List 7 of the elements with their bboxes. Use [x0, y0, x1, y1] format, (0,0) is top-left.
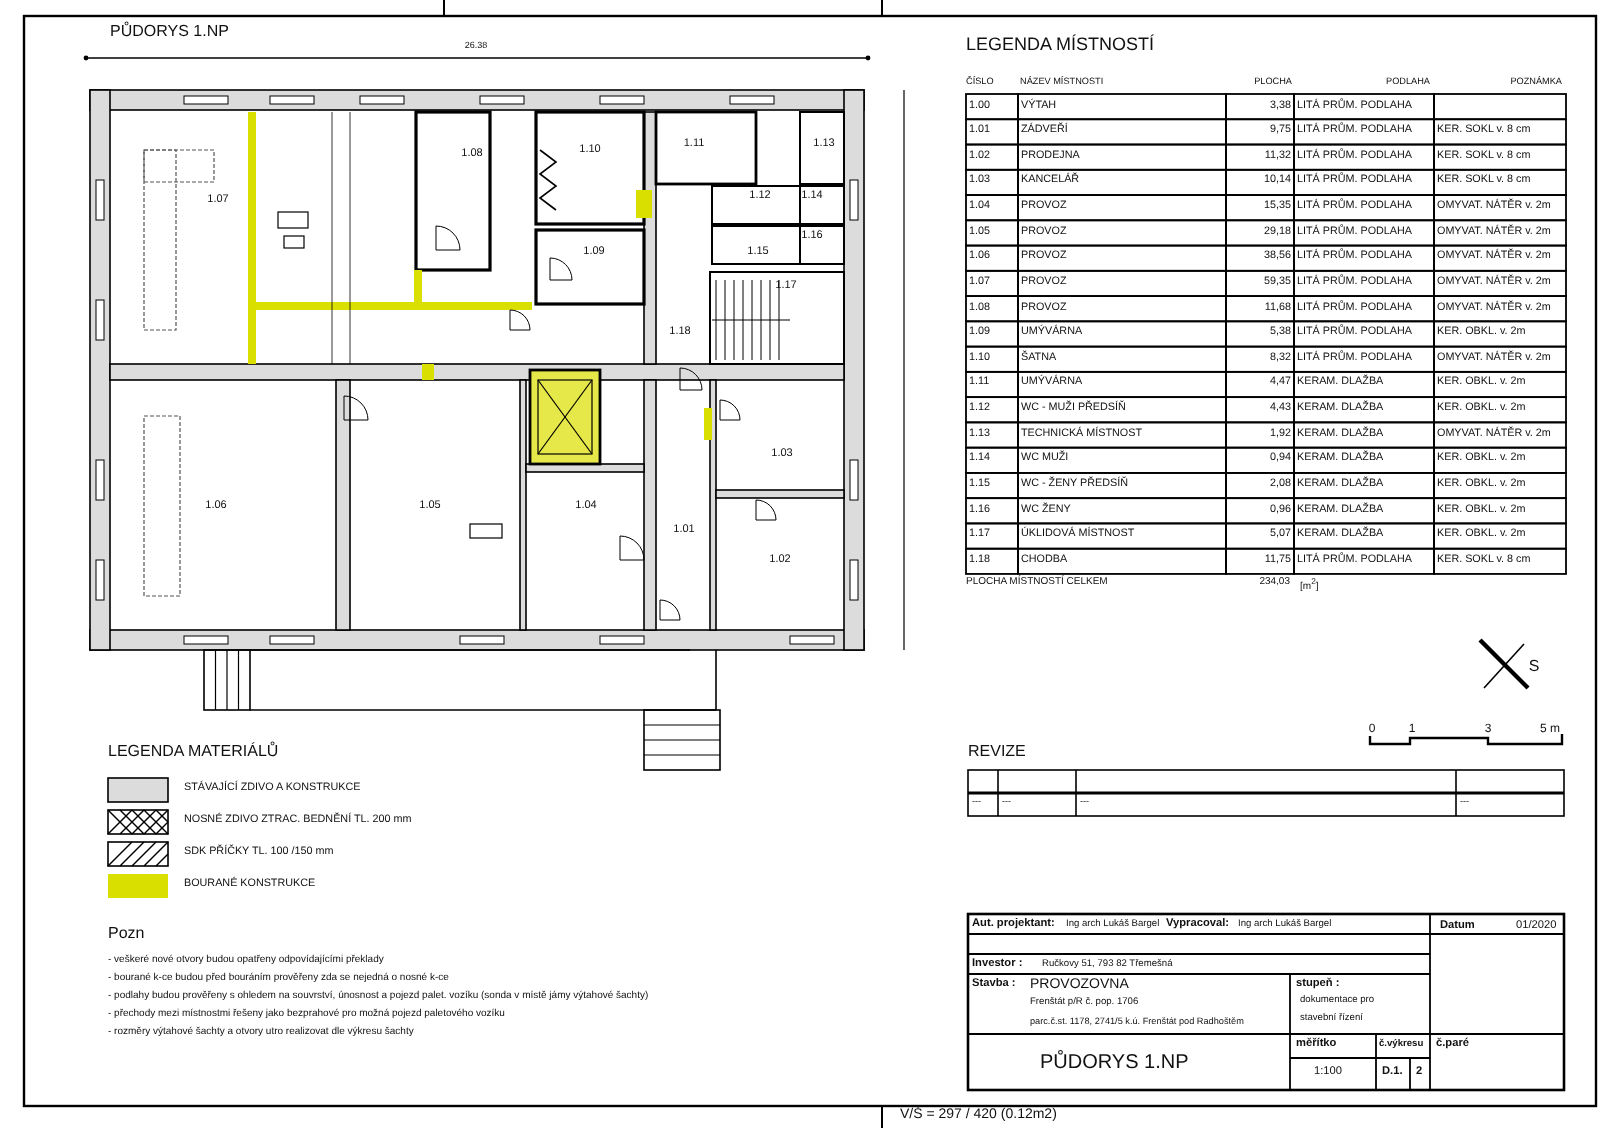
- section-heading: LEGENDA MATERIÁLŮ: [108, 744, 279, 762]
- section-heading: REVIZE: [968, 744, 1026, 762]
- drawing-title: PŮDORYS 1.NP: [110, 24, 229, 42]
- section-heading: Pozn: [108, 926, 145, 944]
- north-label: S: [1528, 659, 1540, 677]
- section-heading: LEGENDA MÍSTNOSTÍ: [966, 36, 1155, 56]
- drawing-name: PŮDORYS 1.NP: [1040, 1052, 1189, 1074]
